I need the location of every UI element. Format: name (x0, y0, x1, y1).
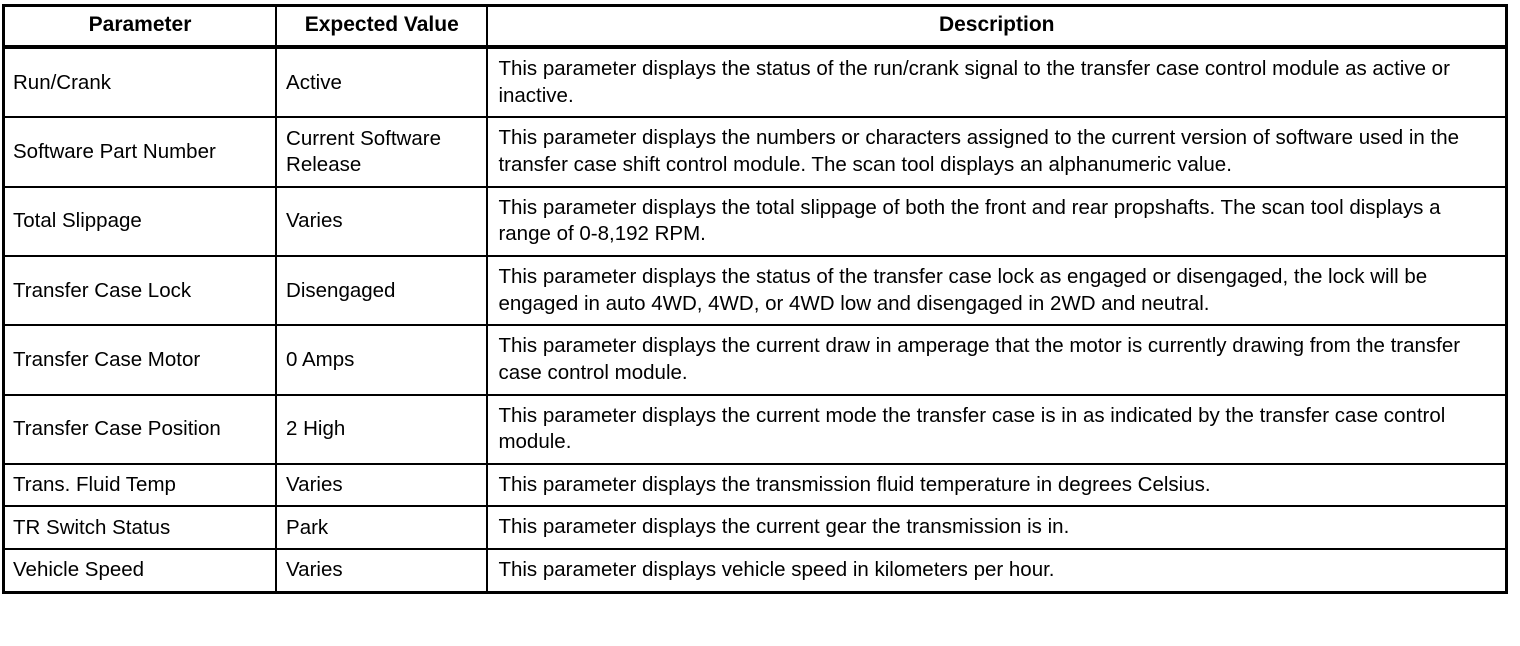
parameter-table: Parameter Expected Value Description Run… (2, 4, 1508, 594)
cell-expected-value: Active (276, 47, 489, 119)
cell-description: This parameter displays the current gear… (487, 506, 1507, 551)
cell-description: This parameter displays vehicle speed in… (498, 558, 1055, 582)
cell-description: This parameter displays the current draw… (487, 325, 1507, 396)
cell-parameter: Software Part Number (3, 117, 278, 188)
cell-description: This parameter displays the status of th… (487, 255, 1507, 327)
cell-expected-value: Current Software Release (276, 117, 489, 188)
cell-description: This parameter displays the total slippa… (487, 186, 1507, 257)
cell-parameter: Vehicle Speed (3, 549, 278, 593)
cell-parameter: Transfer Case Motor (3, 325, 278, 396)
cell-expected-value: 2 High (276, 394, 489, 465)
parameter-table-container: Parameter Expected Value Description Run… (2, 4, 1508, 594)
cell-description: This parameter displays the numbers or c… (487, 117, 1507, 188)
cell-expected-value: Varies (276, 186, 489, 257)
cell-description: This parameter displays the transmission… (487, 463, 1507, 508)
cell-parameter: Trans. Fluid Temp (3, 463, 278, 508)
cell-description: This parameter displays the current mode… (487, 394, 1507, 465)
cell-parameter: Run/Crank (3, 47, 278, 119)
column-header-expected-value: Expected Value (276, 5, 489, 50)
cell-description: This parameter displays the status of th… (487, 47, 1507, 119)
cell-expected-value: Park (276, 506, 489, 551)
table-header-row: Parameter Expected Value Description (3, 5, 1507, 50)
cell-expected-value: Varies (276, 549, 489, 593)
column-header-description: Description (487, 5, 1507, 50)
cell-parameter: Transfer Case Lock (3, 255, 278, 327)
cell-parameter: TR Switch Status (3, 506, 278, 551)
cell-expected-value: Varies (276, 463, 489, 508)
cell-expected-value: 0 Amps (276, 325, 489, 396)
cell-expected-value: Disengaged (276, 255, 489, 327)
cell-parameter: Transfer Case Position (3, 394, 278, 465)
column-header-parameter: Parameter (3, 5, 278, 50)
cell-parameter: Total Slippage (3, 186, 278, 257)
table-header: Parameter Expected Value Description (3, 5, 1507, 50)
